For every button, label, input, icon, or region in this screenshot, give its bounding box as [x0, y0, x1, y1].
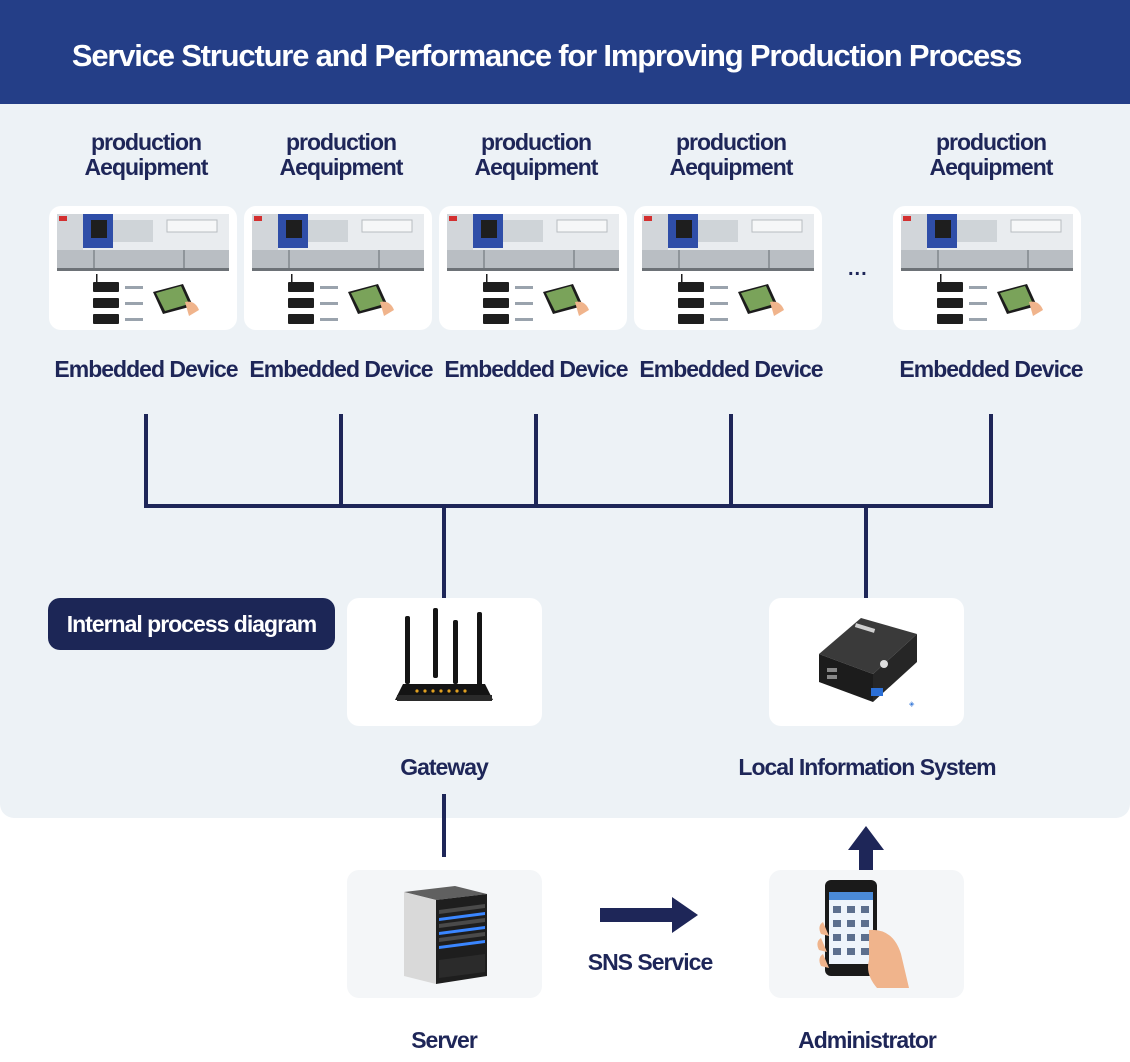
server-card: [347, 870, 542, 998]
gateway-label: Gateway: [400, 754, 489, 780]
embedded-device-label-2: Embedded Device: [249, 356, 433, 382]
embedded-device-label-5: Embedded Device: [899, 356, 1083, 382]
server-icon: [404, 886, 487, 984]
equipment-label-line2: Aequipment: [929, 154, 1054, 180]
equipment-label-line2: Aequipment: [279, 154, 404, 180]
local-system-card: ◈: [769, 598, 964, 726]
svg-text:◈: ◈: [909, 700, 915, 708]
equipment-card-4: [634, 206, 822, 330]
administrator-label: Administrator: [798, 1027, 937, 1053]
equipment-label-line1: production: [675, 129, 787, 155]
ellipsis: ...: [848, 258, 868, 280]
router-icon: [395, 608, 493, 701]
page-title: Service Structure and Performance for Im…: [71, 38, 1022, 73]
equipment-label-line2: Aequipment: [669, 154, 794, 180]
equipment-card-5: [893, 206, 1081, 330]
sns-arrow: [600, 897, 698, 933]
equipment-label-line1: production: [480, 129, 592, 155]
embedded-device-label-4: Embedded Device: [639, 356, 823, 382]
equipment-card-3: [439, 206, 627, 330]
admin-up-arrow: [848, 826, 884, 872]
production-machine-icon: [447, 214, 619, 324]
production-machine-icon: [252, 214, 424, 324]
production-machine-icon: [901, 214, 1073, 324]
equipment-label-line2: Aequipment: [474, 154, 599, 180]
server-label: Server: [411, 1027, 478, 1053]
embedded-device-label-1: Embedded Device: [54, 356, 238, 382]
smartphone-icon: [817, 880, 909, 988]
local-system-label: Local Information System: [738, 754, 996, 780]
equipment-label-line1: production: [935, 129, 1047, 155]
production-machine-icon: [642, 214, 814, 324]
equipment-label-line1: production: [285, 129, 397, 155]
internal-process-badge: Internal process diagram: [48, 598, 335, 650]
embedded-device-label-3: Embedded Device: [444, 356, 628, 382]
production-machine-icon: [57, 214, 229, 324]
administrator-card: [769, 870, 964, 998]
equipment-card-1: [49, 206, 237, 330]
header-banner: Service Structure and Performance for Im…: [0, 0, 1130, 104]
gateway-card: [347, 598, 542, 726]
equipment-label-line2: Aequipment: [84, 154, 209, 180]
equipment-label-line1: production: [90, 129, 202, 155]
sns-service-label: SNS Service: [587, 949, 714, 975]
mini-pc-icon: ◈: [819, 618, 917, 708]
equipment-card-2: [244, 206, 432, 330]
